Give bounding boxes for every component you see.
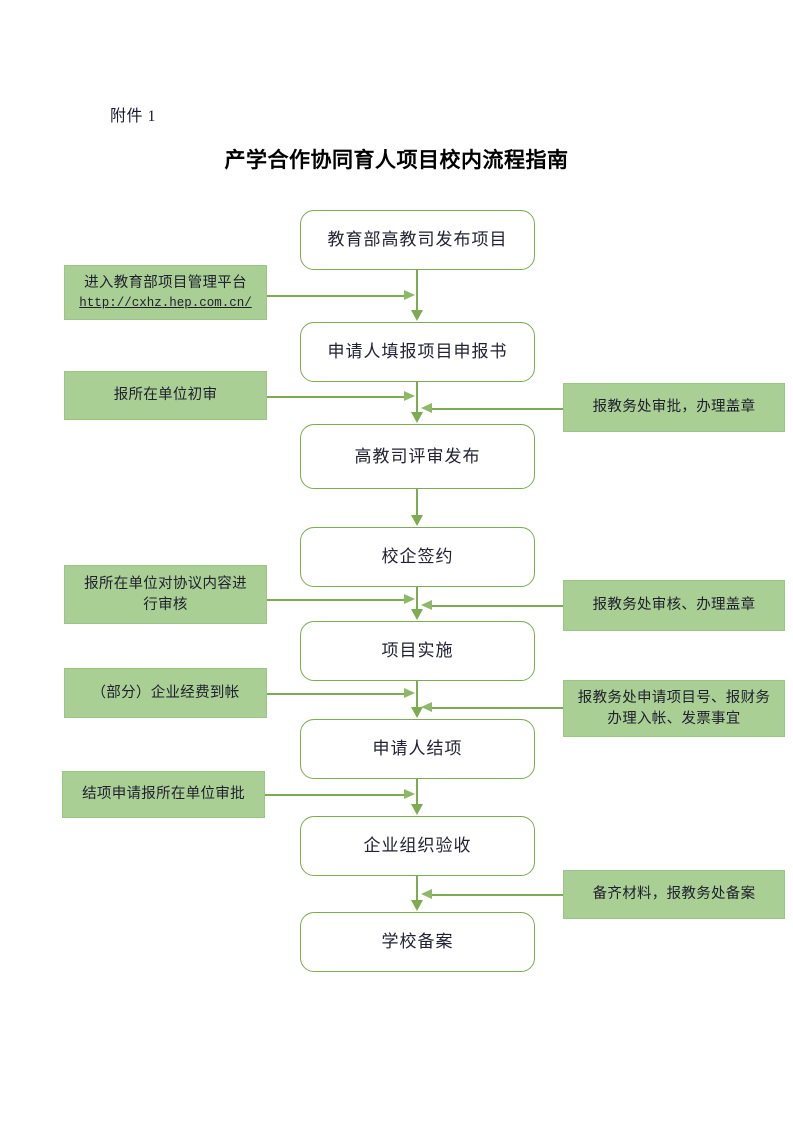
flow-node-label: 学校备案	[381, 932, 454, 951]
arrowhead-note-left-closeout-approval	[404, 789, 415, 799]
flow-node-review-publish: 高教司评审发布	[300, 424, 535, 489]
arrowhead-n6-n7	[411, 804, 423, 815]
arrowhead-note-right-project-number-finance	[421, 702, 432, 712]
note-line-1: （部分）企业经费到帐	[91, 684, 240, 701]
arrowhead-n4-n5	[411, 609, 423, 620]
note-line-1: 报教务处申请项目号、报财务	[577, 689, 771, 706]
connector-n5-n6	[416, 681, 419, 708]
flow-node-publish-project: 教育部高教司发布项目	[300, 210, 535, 270]
note-line-2: 办理入帐、发票事宜	[607, 710, 741, 727]
flow-node-label: 企业组织验收	[363, 836, 472, 855]
flow-node-label: 校企签约	[381, 547, 454, 566]
arrowhead-note-right-academic-affairs-verify	[421, 600, 432, 610]
arrowhead-n7-n8	[411, 900, 423, 911]
arrowhead-note-right-academic-affairs-approval	[421, 403, 432, 413]
flow-node-applicant-submit: 申请人填报项目申报书	[300, 322, 535, 382]
note-left-unit-initial-review: 报所在单位初审	[64, 371, 267, 420]
note-line-1: 报教务处审核、办理盖章	[592, 597, 756, 613]
page-title: 产学合作协同育人项目校内流程指南	[224, 149, 569, 172]
platform-url[interactable]: http://cxhz.hep.com.cn/	[79, 295, 252, 310]
arrowhead-n3-n4	[411, 515, 423, 526]
note-line-2: 行审核	[143, 596, 188, 613]
connector-n4-n5	[416, 587, 419, 610]
note-right-academic-affairs-verify: 报教务处审核、办理盖章	[563, 580, 785, 631]
note-line-1: 报教务处审批，办理盖章	[592, 399, 756, 415]
connector-note-right-academic-affairs-verify	[432, 605, 563, 607]
note-left-closeout-approval: 结项申请报所在单位审批	[62, 771, 265, 818]
connector-n7-n8	[416, 876, 419, 901]
connector-note-right-academic-affairs-approval	[432, 408, 563, 410]
flow-node-applicant-closeout: 申请人结项	[300, 719, 535, 779]
arrowhead-note-left-funds-received	[404, 688, 415, 698]
connector-n1-n2	[416, 270, 419, 311]
note-line-1: 结项申请报所在单位审批	[82, 786, 245, 802]
attachment-label: 附件 1	[110, 108, 157, 125]
connector-n3-n4	[416, 489, 419, 516]
flow-node-school-filing: 学校备案	[300, 912, 535, 972]
flow-node-label: 教育部高教司发布项目	[327, 230, 508, 249]
flow-node-label: 申请人结项	[372, 739, 463, 758]
note-line-1: 进入教育部项目管理平台	[84, 274, 247, 291]
note-left-funds-received: （部分）企业经费到帐	[64, 668, 267, 718]
note-right-project-number-finance: 报教务处申请项目号、报财务 办理入帐、发票事宜	[563, 680, 785, 737]
arrowhead-n2-n3	[411, 412, 423, 423]
arrowhead-note-left-unit-initial-review	[404, 391, 415, 401]
flow-node-project-execution: 项目实施	[300, 621, 535, 681]
note-right-academic-affairs-approval: 报教务处审批，办理盖章	[563, 383, 785, 432]
flow-node-label: 高教司评审发布	[354, 446, 481, 466]
flow-node-label: 申请人填报项目申报书	[327, 342, 508, 361]
connector-note-left-funds-received	[267, 693, 411, 695]
note-left-platform: 进入教育部项目管理平台 http://cxhz.hep.com.cn/	[64, 265, 267, 320]
note-left-agreement-review: 报所在单位对协议内容进 行审核	[64, 565, 267, 624]
connector-note-left-unit-initial-review	[267, 396, 411, 398]
note-line-1: 报所在单位初审	[113, 387, 218, 403]
connector-note-left-platform	[267, 295, 411, 297]
note-line-1: 报所在单位对协议内容进	[84, 575, 247, 592]
arrowhead-n1-n2	[411, 310, 423, 321]
flow-node-company-acceptance: 企业组织验收	[300, 816, 535, 876]
connector-note-left-agreement-review	[267, 599, 411, 601]
flow-node-label: 项目实施	[381, 641, 454, 660]
note-line-1: 备齐材料，报教务处备案	[592, 886, 756, 902]
note-right-materials-filing: 备齐材料，报教务处备案	[563, 870, 785, 919]
connector-note-right-project-number-finance	[432, 707, 563, 709]
connector-n2-n3	[416, 382, 419, 413]
connector-note-right-materials-filing	[432, 894, 563, 896]
flow-node-sign-agreement: 校企签约	[300, 527, 535, 587]
arrowhead-n5-n6	[411, 707, 423, 718]
connector-n6-n7	[416, 779, 419, 805]
connector-note-left-closeout-approval	[265, 794, 411, 796]
arrowhead-note-left-platform	[404, 290, 415, 300]
arrowhead-note-left-agreement-review	[404, 594, 415, 604]
arrowhead-note-right-materials-filing	[421, 889, 432, 899]
